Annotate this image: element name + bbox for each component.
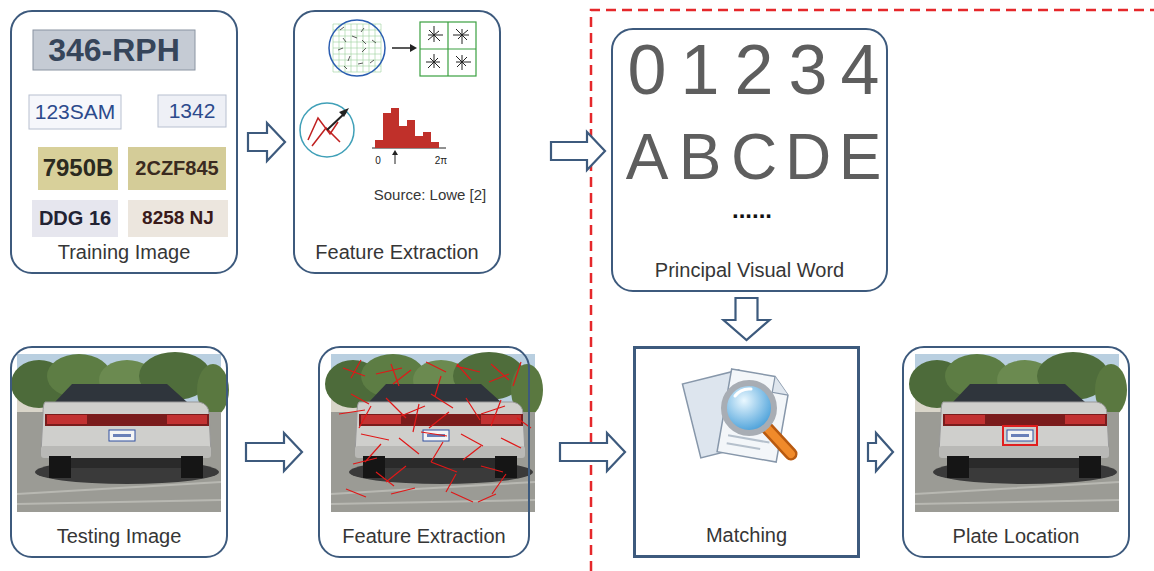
histogram-bars [383,113,391,148]
image-panel: Testing Image [10,346,228,558]
result-panel: Plate Location [902,346,1130,558]
red-dashed-boundary [591,10,1154,571]
plate-text: 1342 [160,99,224,123]
sift-descriptor-illustration [300,20,476,164]
panel-caption: Testing Image [57,524,182,548]
block-arrow [868,433,893,471]
matching-icon [767,428,791,454]
visual-word-glyph: 0 [622,30,672,111]
panel-caption: Principal Visual Word [655,258,844,282]
license-plate-photos [128,147,226,190]
sift-descriptor-illustration [392,47,410,49]
sift-descriptor-illustration [333,24,381,72]
visual-word-glyph: 4 [835,30,885,111]
license-plate-photos [158,95,226,127]
feature-car-photo [325,352,543,512]
histogram-bars [407,120,415,148]
sift-descriptor-illustration [392,150,398,155]
matching-box: Matching [633,346,860,558]
license-plate-photos [33,30,195,70]
histogram-bars [399,126,407,148]
result-car-photo [909,352,1127,512]
block-arrow [246,433,302,471]
histogram-bars [375,108,439,148]
sift-descriptor-illustration [308,118,338,140]
license-plate-photos [29,95,121,129]
panel-caption: Feature Extraction [315,240,478,264]
visual-word-glyph: A [621,121,673,195]
sift-descriptor-illustration [300,103,354,157]
plate-text: 7950B [40,154,116,182]
sift-descriptor-illustration [312,128,340,146]
red-dashed-boundary [591,10,1154,571]
license-plate-photos [29,30,228,237]
block-arrow [248,123,285,161]
panel-caption: Matching [706,523,787,547]
visual-word-glyph: 3 [783,30,833,111]
sift-descriptor-illustration [420,22,476,76]
histogram-bars [423,132,431,148]
plate-text: 123SAM [31,100,119,124]
keypoint-lines [339,360,531,502]
matching-icon [772,377,791,396]
plate-text: 346-RPH [35,32,193,69]
histogram-bars [415,136,423,148]
sift-descriptor-illustration [420,22,476,76]
panel-caption: Training Image [58,240,191,264]
keypoint-lines [339,360,531,502]
axis-label: 0 [371,155,385,167]
plate-highlight [1003,426,1037,445]
visual-word-glyph: E [834,121,886,195]
license-plate-photos [128,200,228,237]
source-note: Source: Lowe [2] [374,186,487,204]
license-plate-photos [38,147,118,190]
block-arrow [560,433,625,471]
plate-text: 8258 NJ [130,207,226,229]
visual-word-glyph: D [782,121,834,195]
matching-icon [724,383,774,433]
matching-icon [682,369,791,462]
sift-descriptor-illustration [426,26,471,70]
visual-word-glyph: 1 [675,30,725,111]
block-arrow [724,298,770,340]
plate-text: 2CZF845 [130,157,224,180]
matching-icon [735,389,751,396]
visual-word-glyph: 2 [729,30,779,111]
matching-icon [717,369,791,462]
license-plate-photos [32,200,118,237]
feature-panel: Source: Lowe [2] Feature Extraction [293,10,501,274]
plate-text: DDG 16 [34,207,116,230]
axis-label: 2π [430,155,452,167]
matching-icon [727,435,770,450]
histogram-bars [431,142,439,148]
ellipsis-mark: ...... [707,196,797,224]
matching-icon [767,428,791,454]
sift-descriptor-illustration [338,27,376,69]
panel-caption: Plate Location [953,524,1080,548]
histogram-bars [391,108,399,148]
histogram-bars [375,140,383,148]
panel-caption: Feature Extraction [342,524,505,548]
feature-panel: Feature Extraction [318,346,530,558]
sift-descriptor-illustration [410,44,417,52]
sift-descriptor-illustration [339,108,349,117]
visual-word-glyph: C [728,121,780,195]
visual-word-glyph: B [674,121,726,195]
sift-descriptor-illustration [329,20,385,76]
block-arrow [551,132,605,170]
testing-car-photo [11,352,229,512]
